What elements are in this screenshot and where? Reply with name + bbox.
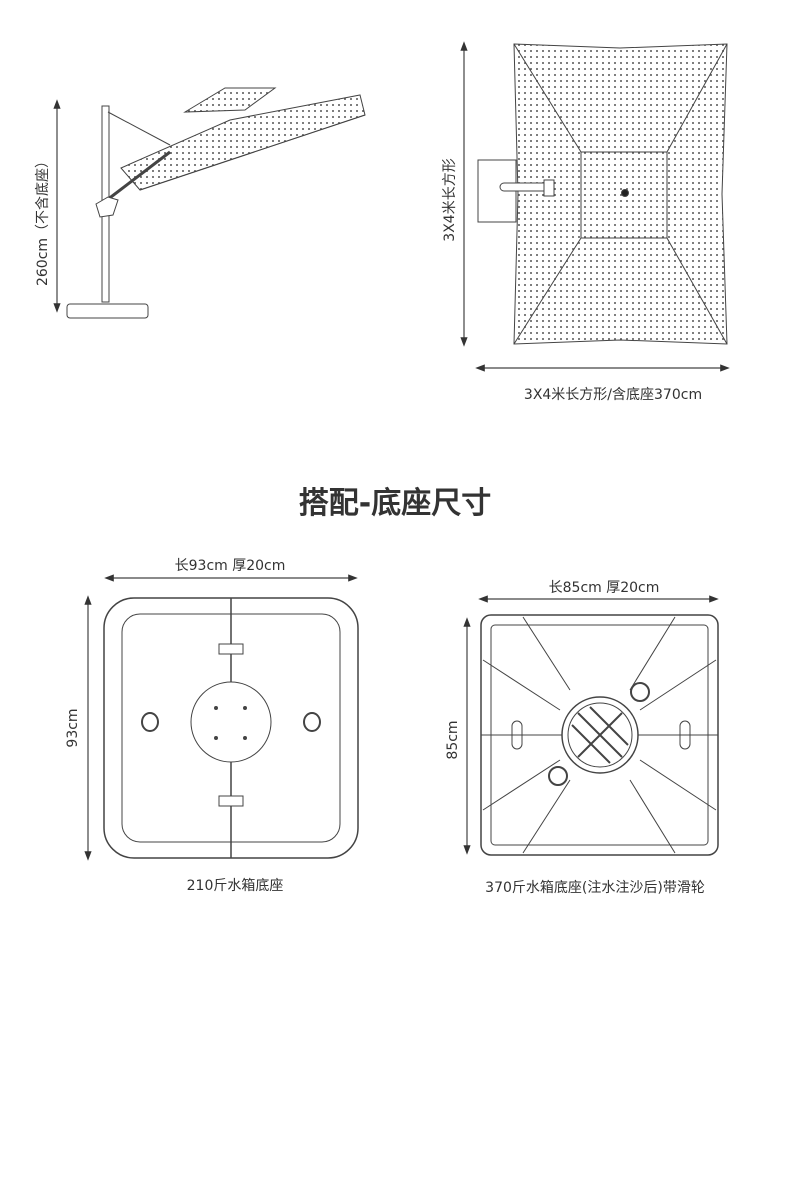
- base-left-caption: 210斤水箱底座: [186, 878, 284, 894]
- base-right-caption: 370斤水箱底座(注水注沙后)带滑轮: [485, 880, 705, 896]
- base-right-drawing: [463, 595, 719, 856]
- umbrella-width-label: 3X4米长方形/含底座370cm: [523, 387, 703, 403]
- base-left-dims: 长93cm 厚20cm: [174, 558, 286, 574]
- base-right-dims: 长85cm 厚20cm: [548, 580, 660, 596]
- umbrella-side-label: 3X4米长方形: [442, 158, 458, 242]
- base-left-height: 93cm: [65, 708, 81, 748]
- base-left-drawing: [84, 574, 359, 861]
- umbrella-height-label: 260cm（不含底座）: [35, 153, 51, 287]
- umbrella-side-drawing: [53, 87, 366, 319]
- umbrella-top-drawing: [460, 41, 730, 372]
- section-title: 搭配-底座尺寸: [298, 486, 492, 521]
- base-right-height: 85cm: [445, 720, 461, 760]
